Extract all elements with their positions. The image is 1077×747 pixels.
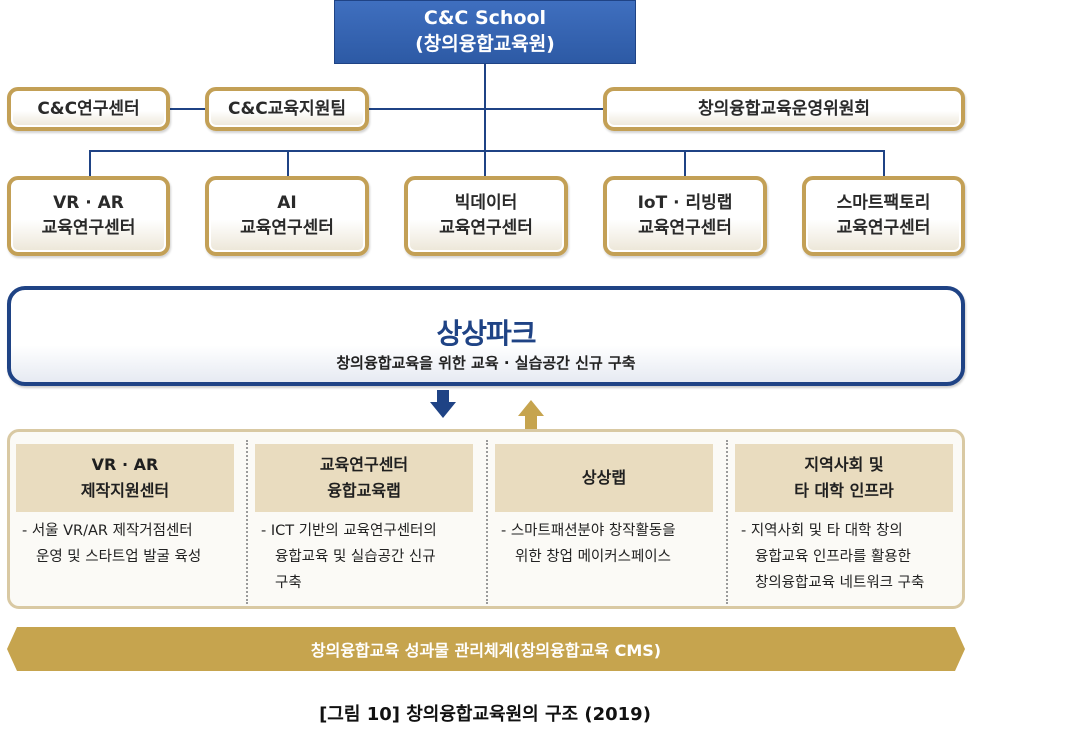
community-infra-desc: - 지역사회 및 타 대학 창의 융합교육 인프라를 활용한 창의융합교육 네트… [741,518,963,596]
column-title-line2: 융합교육랩 [327,481,401,500]
convergence-lab-desc: - ICT 기반의 교육연구센터의 융합교육 및 실습공간 신규 구축 [261,518,483,596]
vr-ar-center-box: VR · AR 교육연구센터 [7,176,170,256]
column-title: 상상랩 [581,468,627,487]
figure-caption: [그림 10] 창의융합교육원의 구조 (2019) [319,704,651,725]
column-title-line2: 제작지원센터 [80,481,170,500]
desc-line: 융합교육 인프라를 활용한 [755,549,911,565]
column-title: 교육연구센터 [319,455,409,474]
connector-line [883,150,885,176]
cc-school-subtitle: (창의융합교육원) [415,33,555,55]
connector-line [170,108,604,110]
up-arrow-icon [518,400,544,430]
center-type: 교육연구센터 [439,218,533,238]
desc-line: 구축 [275,575,302,591]
center-name: VR · AR [53,193,124,213]
center-name: AI [277,193,297,213]
desc-line: 위한 창업 메이커스페이스 [515,549,671,565]
vr-ar-studio-head: VR · AR 제작지원센터 [16,444,234,512]
cc-school-box: C&C School (창의융합교육원) [334,0,636,64]
sangsang-park-box: 상상파크 창의융합교육을 위한 교육 · 실습공간 신규 구축 [7,286,965,386]
committee-box: 창의융합교육운영위원회 [603,87,965,131]
desc-line: - 지역사회 및 타 대학 창의 [741,523,903,539]
center-name: 빅데이터 [454,193,518,213]
facility-panel: VR · AR 제작지원센터 - 서울 VR/AR 제작거점센터 운영 및 스타트… [7,429,965,609]
center-name: 스마트팩토리 [836,193,931,213]
committee-label: 창의융합교육운영위원회 [697,98,871,119]
sangsang-park-subtitle: 창의융합교육을 위한 교육 · 실습공간 신규 구축 [336,354,636,372]
connector-line [89,150,885,152]
center-type: 교육연구센터 [240,218,334,238]
sangsang-park-logo: 상상파크 [436,317,536,350]
cc-support-team-label: C&C교육지원팀 [228,98,346,119]
column-divider [486,440,488,604]
down-arrow-icon [430,390,456,418]
column-divider [726,440,728,604]
connector-line [89,150,91,176]
desc-line: 창의융합교육 네트워크 구축 [755,575,925,591]
center-name: IoT · 리빙랩 [637,193,733,213]
column-title-line2: 타 대학 인프라 [794,481,894,500]
desc-line: - 스마트패션분야 창작활동을 [501,523,676,539]
cms-label: 창의융합교육 성과물 관리체계(창의융합교육 CMS) [310,641,662,660]
connector-line [484,64,486,176]
desc-line: - 서울 VR/AR 제작거점센터 [22,523,193,539]
desc-line: - ICT 기반의 교육연구센터의 [261,523,437,539]
sangsang-lab-head: 상상랩 [495,444,713,512]
center-type: 교육연구센터 [836,218,931,238]
center-type: 교육연구센터 [638,218,732,238]
desc-line: 운영 및 스타트업 발굴 육성 [36,549,202,565]
desc-line: 융합교육 및 실습공간 신규 [275,549,436,565]
cc-research-center-label: C&C연구센터 [37,98,140,119]
ai-center-box: AI 교육연구센터 [205,176,369,256]
cc-school-title: C&C School [423,7,547,29]
column-divider [246,440,248,604]
connector-line [287,150,289,176]
vr-ar-studio-desc: - 서울 VR/AR 제작거점센터 운영 및 스타트업 발굴 육성 [22,518,244,570]
column-title: 지역사회 및 [804,455,884,474]
cc-research-center-box: C&C연구센터 [7,87,170,131]
column-title: VR · AR [91,455,159,474]
cc-support-team-box: C&C교육지원팀 [205,87,369,131]
connector-line [684,150,686,176]
sangsang-lab-desc: - 스마트패션분야 창작활동을 위한 창업 메이커스페이스 [501,518,723,570]
center-type: 교육연구센터 [41,218,136,238]
cms-bar: 창의융합교육 성과물 관리체계(창의융합교육 CMS) [7,627,965,671]
